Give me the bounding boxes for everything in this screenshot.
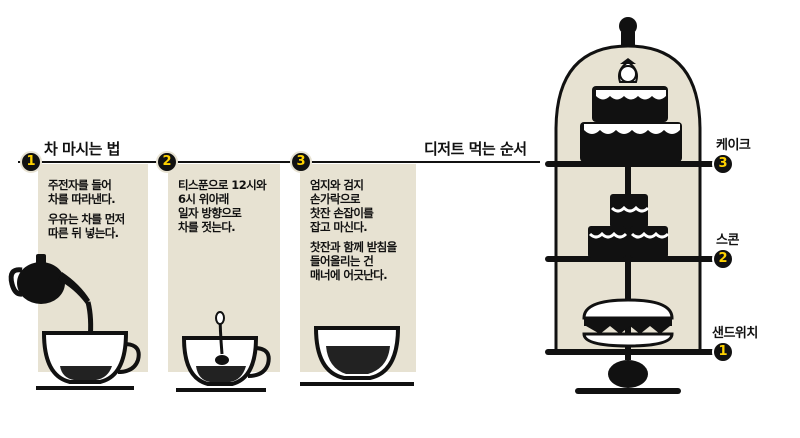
step-1-line: 차를 따라낸다.: [48, 192, 116, 206]
teaspoon-icon: [215, 311, 229, 365]
step-3-badge: 3: [290, 151, 312, 173]
step-3-line: 잡고 마신다.: [310, 220, 368, 234]
scone-icon: [588, 194, 670, 258]
teapot-icon: [8, 254, 90, 304]
teacup-icon: [36, 331, 141, 390]
step-3-text: 엄지와 검지 손가락으로 찻잔 손잡이를 잡고 마신다. 찻잔과 함께 받침을 …: [310, 178, 397, 282]
tea-section-title: 차 마시는 법: [44, 140, 120, 158]
step-3-line: 손가락으로: [310, 192, 361, 206]
step-3-line: 엄지와 검지: [310, 178, 364, 192]
step-1-badge: 1: [20, 151, 42, 173]
step-3-line: 매너에 어긋난다.: [310, 268, 388, 282]
step-3-line: 들어올리는 건: [310, 254, 374, 268]
step-3-line: 찻잔과 함께 받침을: [310, 240, 397, 254]
step-2-text: 티스푼으로 12시와 6시 위아래 일자 방향으로 차를 젓는다.: [178, 178, 267, 234]
step-2-line: 6시 위아래: [178, 192, 229, 206]
tier-2-badge: 2: [712, 248, 734, 270]
cake-icon: [580, 86, 682, 162]
tier-1-badge: 1: [712, 341, 734, 363]
strawberry-icon: [618, 58, 638, 83]
dessert-section-title: 디저트 먹는 순서: [424, 140, 527, 158]
step-3-line: 찻잔 손잡이를: [310, 206, 374, 220]
tier-1-label: 샌드위치: [712, 326, 758, 341]
step-1-line: 주전자를 들어: [48, 178, 112, 192]
step-1-line: 따른 뒤 넣는다.: [48, 226, 119, 240]
tier-3-badge: 3: [712, 153, 734, 175]
step-2-line: 차를 젓는다.: [178, 220, 236, 234]
sandwich-icon: [582, 298, 674, 348]
tier-3-label: 케이크: [716, 138, 751, 153]
tier-2-label: 스콘: [716, 233, 739, 248]
teacup-icon: [300, 326, 414, 386]
step-2-line: 티스푼으로 12시와: [178, 178, 267, 192]
step-2-line: 일자 방향으로: [178, 206, 242, 220]
step-1-text: 주전자를 들어 차를 따라낸다. 우유는 차를 먼저 따른 뒤 넣는다.: [48, 178, 125, 240]
step-1-line: 우유는 차를 먼저: [48, 212, 125, 226]
step-2-badge: 2: [156, 151, 178, 173]
